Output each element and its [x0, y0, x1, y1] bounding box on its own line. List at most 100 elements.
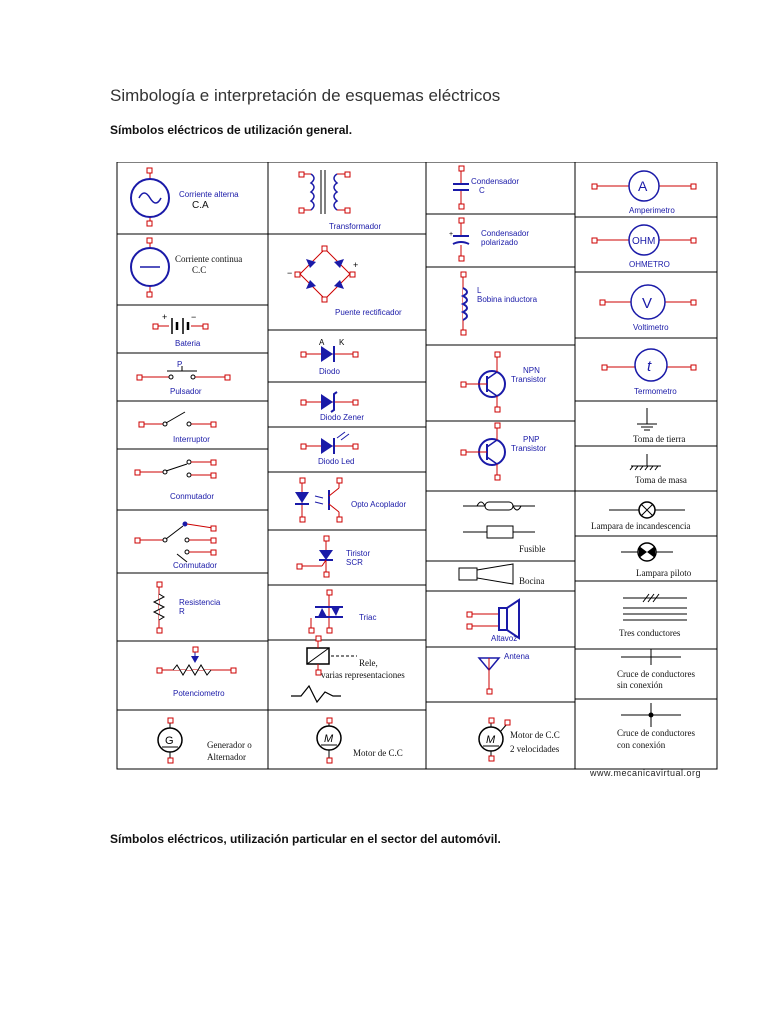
- label-lampara-incandescencia: Lampara de incandescencia: [591, 521, 690, 531]
- label-termometro: Termometro: [634, 387, 677, 396]
- label-puente-rectificador: Puente rectificador: [335, 308, 402, 317]
- label-conmutador-2: Conmutador: [173, 561, 217, 570]
- label-npn: NPN: [523, 366, 540, 375]
- label-amperimetro: Amperimetro: [629, 206, 675, 215]
- svg-text:Transistor: Transistor: [511, 444, 547, 453]
- symbol-fusible: Fusible: [463, 501, 546, 554]
- label-rele: Rele,: [359, 658, 378, 668]
- symbol-interruptor: Interruptor: [138, 411, 217, 444]
- svg-text:+: +: [449, 231, 453, 238]
- symbol-diodo-led: Diodo Led: [300, 431, 359, 466]
- svg-text:K: K: [339, 338, 345, 347]
- label-cruce-sin-conexion: Cruce de conductores: [617, 669, 695, 679]
- svg-text:G: G: [165, 735, 174, 747]
- symbol-table-figure: Corriente alterna C.A Corriente continua…: [115, 161, 720, 782]
- label-bocina: Bocina: [519, 576, 545, 586]
- symbol-transistor-pnp: PNP Transistor: [460, 422, 547, 481]
- source-footer: www.mecanicavirtual.org: [590, 768, 702, 778]
- symbol-motor-cc: M Motor de C.C: [316, 717, 403, 764]
- symbol-opto-acoplador: Opto Acoplador: [295, 477, 406, 523]
- svg-text:A: A: [319, 338, 325, 347]
- symbol-rele: Rele, varias representaciones: [291, 635, 405, 704]
- svg-text:polarizado: polarizado: [481, 238, 518, 247]
- symbol-voltimetro: V Voltimetro: [599, 284, 697, 332]
- svg-text:L: L: [477, 286, 482, 295]
- label-tres-conductores: Tres conductores: [619, 628, 681, 638]
- label-lampara-piloto: Lampara piloto: [636, 568, 692, 578]
- label-condensador: Condensador: [471, 177, 519, 186]
- symbol-generador: G Generador o Alternador: [157, 717, 252, 764]
- svg-text:2 velocidades: 2 velocidades: [510, 744, 560, 754]
- symbol-cruce-con-conexion: Cruce de conductores con conexión: [617, 703, 695, 750]
- svg-text:+: +: [162, 312, 167, 322]
- symbol-conmutador-doble: Conmutador: [134, 521, 217, 570]
- symbol-lampara-incandescencia: Lampara de incandescencia: [591, 501, 690, 531]
- symbol-pulsador: P Pulsador: [136, 360, 231, 396]
- label-condensador-polarizado: Condensador: [481, 229, 529, 238]
- label-antena: Antena: [504, 652, 530, 661]
- label-diodo-zener: Diodo Zener: [320, 413, 364, 422]
- svg-text:−: −: [191, 312, 196, 322]
- symbol-conmutador: Conmutador: [134, 459, 217, 501]
- page-title: Simbología e interpretación de esquemas …: [110, 86, 501, 105]
- symbol-triac: Triac: [308, 589, 376, 634]
- symbol-bateria: + − Bateria: [152, 312, 209, 348]
- svg-text:+: +: [353, 260, 358, 270]
- symbol-corriente-continua: Corriente continua C.C: [130, 237, 242, 298]
- label-diodo-led: Diodo Led: [318, 457, 354, 466]
- label-transformador: Transformador: [329, 222, 382, 231]
- symbol-bocina: Bocina: [458, 563, 545, 586]
- label-motor-cc: Motor de C.C: [353, 748, 403, 758]
- label-triac: Triac: [359, 613, 376, 622]
- svg-text:A: A: [638, 178, 648, 194]
- label-pulsador: Pulsador: [170, 387, 202, 396]
- svg-text:t: t: [647, 358, 652, 375]
- label-fusible: Fusible: [519, 544, 546, 554]
- symbol-diodo: A K Diodo: [300, 338, 359, 376]
- svg-text:OHM: OHM: [632, 236, 655, 247]
- label-interruptor: Interruptor: [173, 435, 210, 444]
- symbol-diodo-zener: Diodo Zener: [300, 391, 364, 422]
- label-corriente-alterna: Corriente alterna: [179, 190, 239, 199]
- svg-text:Transistor: Transistor: [511, 375, 547, 384]
- label-resistencia: Resistencia: [179, 598, 221, 607]
- symbol-bobina: L Bobina inductora: [460, 271, 538, 336]
- symbol-corriente-alterna: Corriente alterna C.A: [130, 167, 239, 227]
- label-potenciometro: Potenciometro: [173, 689, 225, 698]
- svg-text:P: P: [177, 360, 182, 369]
- svg-text:SCR: SCR: [346, 558, 363, 567]
- svg-text:C: C: [479, 186, 485, 195]
- symbol-ohmetro: OHM OHMETRO: [591, 224, 697, 269]
- label-tiristor: Tiristor: [346, 549, 370, 558]
- svg-text:C.A: C.A: [192, 200, 209, 211]
- svg-text:sin conexión: sin conexión: [617, 680, 663, 690]
- label-toma-de-tierra: Toma de tierra: [633, 434, 685, 444]
- section-heading-automovil: Símbolos eléctricos, utilización particu…: [110, 832, 501, 846]
- symbol-termometro: t Termometro: [601, 348, 697, 396]
- svg-text:M: M: [324, 733, 334, 745]
- symbol-transformador: Transformador: [298, 170, 382, 231]
- label-ohmetro: OHMETRO: [629, 260, 670, 269]
- symbol-amperimetro: A Amperimetro: [591, 170, 697, 215]
- symbol-puente-rectificador: − + Puente rectificador: [287, 245, 402, 317]
- symbol-resistencia: Resistencia R: [152, 581, 221, 634]
- label-corriente-continua: Corriente continua: [175, 254, 242, 264]
- symbol-condensador-polarizado: + Condensador polarizado: [449, 217, 529, 262]
- symbol-motor-2-velocidades: M Motor de C.C 2 velocidades: [478, 717, 560, 762]
- label-altavoz: Altavoz: [491, 634, 517, 643]
- symbol-condensador: Condensador C: [453, 165, 519, 210]
- label-cruce-con-conexion: Cruce de conductores: [617, 728, 695, 738]
- symbol-antena: Antena: [477, 652, 530, 695]
- svg-text:con conexión: con conexión: [617, 740, 666, 750]
- symbol-toma-de-tierra: Toma de tierra: [633, 408, 685, 444]
- symbol-cruce-sin-conexion: Cruce de conductores sin conexión: [617, 649, 695, 690]
- svg-text:R: R: [179, 607, 185, 616]
- symbol-tiristor: Tiristor SCR: [296, 535, 370, 578]
- section-heading-general: Símbolos eléctricos de utilización gener…: [110, 123, 353, 137]
- symbol-potenciometro: Potenciometro: [156, 646, 237, 698]
- label-pnp: PNP: [523, 435, 539, 444]
- label-opto-acoplador: Opto Acoplador: [351, 500, 406, 509]
- symbol-toma-de-masa: Toma de masa: [629, 454, 687, 485]
- label-conmutador: Conmutador: [170, 492, 214, 501]
- label-motor-2-velocidades: Motor de C.C: [510, 730, 560, 740]
